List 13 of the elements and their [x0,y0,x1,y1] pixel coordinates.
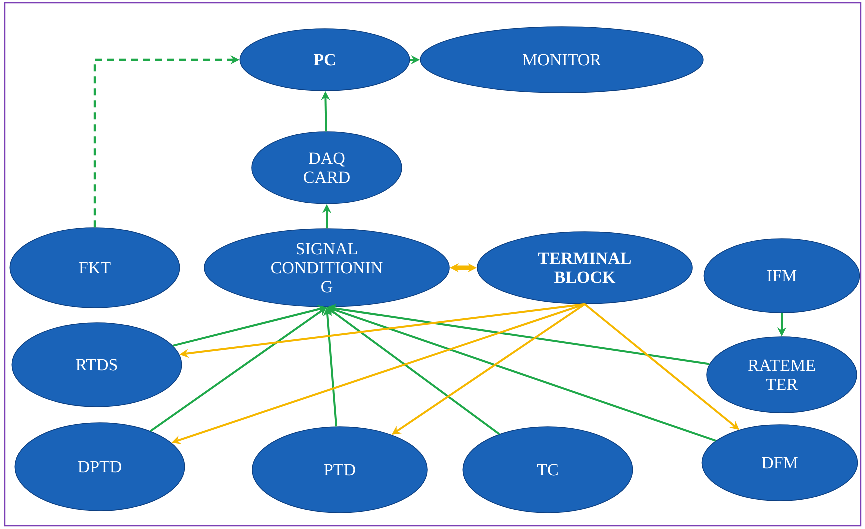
ellipse-node: TC [462,426,634,514]
ellipse-node: MONITOR [420,26,704,94]
ellipse-node: TERMINAL BLOCK [477,232,693,304]
ellipse-node: SIGNAL CONDITIONIN G [204,228,450,308]
ellipse-node: RATEME TER [706,336,858,414]
ellipse-node: PC [240,28,410,92]
ellipse-node: DFM [702,424,858,502]
ellipse-node: FKT [10,228,180,308]
ellipse-node: IFM [704,238,860,314]
ellipse-node: PTD [252,426,428,514]
ellipse-node: DPTD [14,422,186,512]
ellipse-node: DAQ CARD [252,132,402,204]
ellipse-node: RTDS [12,322,182,408]
